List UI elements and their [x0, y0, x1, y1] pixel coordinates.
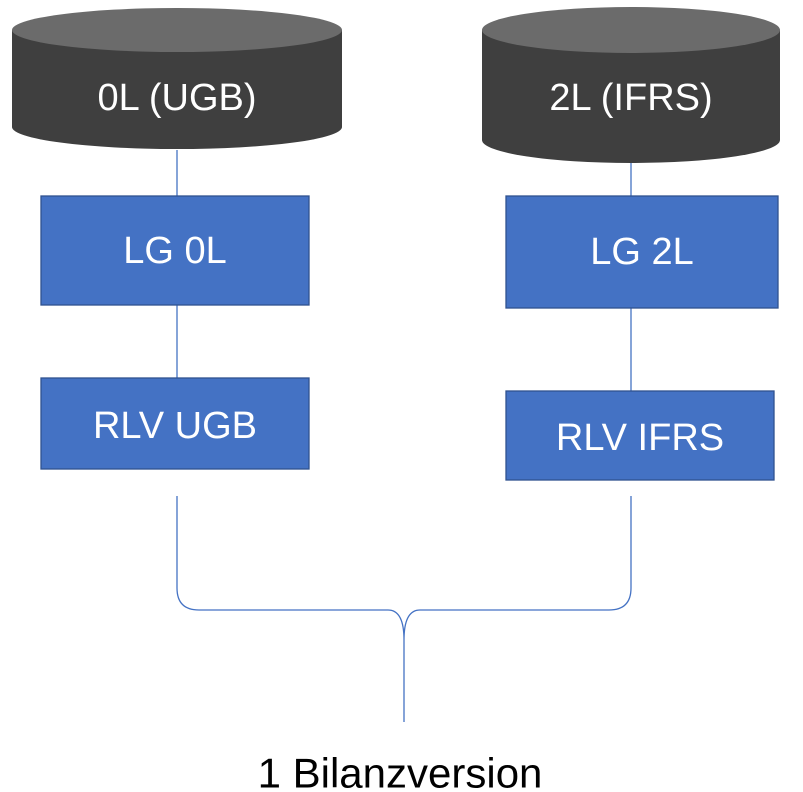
- database-right-label: 2L (IFRS): [549, 77, 712, 119]
- merge-brace: [176, 496, 632, 722]
- rlv-right-label: RLV IFRS: [556, 417, 724, 459]
- rlv-left: RLV UGB: [40, 377, 310, 470]
- rlv-right: RLV IFRS: [505, 390, 775, 481]
- ledger-group-right-box: [505, 195, 779, 309]
- database-right: 2L (IFRS): [482, 7, 780, 163]
- database-right-body: [482, 30, 780, 163]
- database-left: 0L (UGB): [12, 8, 342, 149]
- ledger-group-left: LG 0L: [40, 195, 310, 306]
- database-left-body: [12, 30, 342, 149]
- database-right-top: [482, 7, 780, 53]
- database-left-top: [12, 8, 342, 52]
- rlv-right-box: [505, 390, 775, 481]
- ledger-group-right: LG 2L: [505, 195, 779, 309]
- database-left-label: 0L (UGB): [97, 77, 256, 119]
- ledger-group-right-label: LG 2L: [590, 231, 694, 273]
- merge-caption: 1 Bilanzversion: [258, 750, 543, 792]
- ledger-group-left-box: [40, 195, 310, 306]
- rlv-left-box: [40, 377, 310, 470]
- rlv-left-label: RLV UGB: [93, 405, 257, 447]
- ledger-group-left-label: LG 0L: [123, 230, 227, 272]
